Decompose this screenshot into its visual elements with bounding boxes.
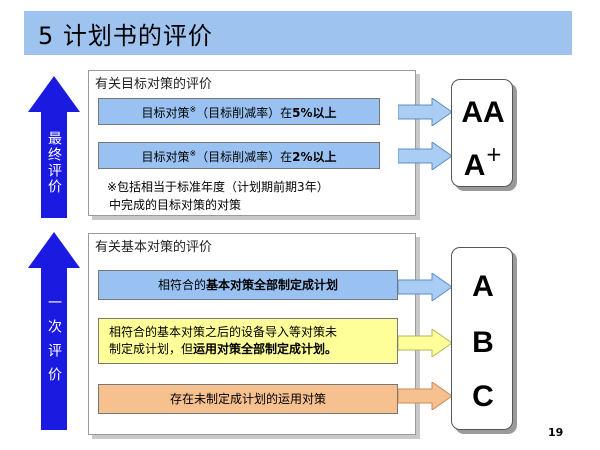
arrow-to-a-plus-icon (398, 142, 453, 170)
unplanned-measures-box: 存在未制定成计划的运用对策 (98, 384, 398, 414)
target-measures-note: ※包括相当于标准年度（计划期前期3年） 中完成的目标对策的对策 (107, 180, 329, 212)
grade-b: B (472, 326, 494, 359)
target-rate-2-box: 目标对策※（目标削减率）在2%以上 (98, 142, 380, 169)
final-evaluation-label: 最终评价 (46, 131, 62, 195)
grade-a: A (472, 270, 494, 303)
grade-a-plus: A+ (463, 142, 503, 182)
primary-evaluation-arrow-icon (28, 232, 80, 430)
target-measures-panel: 有关目标对策的评价 目标对策※（目标削减率）在5%以上 目标对策※（目标削减率）… (88, 70, 416, 216)
target-measures-panel-title: 有关目标对策的评价 (95, 77, 213, 92)
all-basic-measures-box: 相符合的基本对策全部制定成计划 (98, 270, 398, 300)
operational-measures-box: 相符合的基本对策之后的设备导入等对策未 制定成计划，但运用对策全部制定成计划。 (98, 318, 398, 364)
arrow-to-a-icon (398, 273, 453, 301)
arrow-to-c-icon (398, 382, 453, 410)
page-title: 5 计划书的评价 (38, 21, 213, 50)
all-basic-measures-text: 相符合的基本对策全部制定成计划 (157, 277, 339, 292)
basic-measures-panel-title: 有关基本对策的评价 (95, 240, 213, 255)
page-number: 19 (548, 426, 564, 439)
primary-evaluation-label-wrap: 一次评价 (41, 283, 67, 403)
primary-grade-box: A B C (451, 247, 513, 430)
target-rate-5-box: 目标对策※（目标削减率）在5%以上 (98, 98, 380, 125)
arrow-to-b-icon (398, 329, 453, 357)
target-rate-5-text: 目标对策※（目标削减率）在5%以上 (141, 105, 337, 120)
basic-measures-panel: 有关基本对策的评价 相符合的基本对策全部制定成计划 相符合的基本对策之后的设备导… (88, 233, 416, 435)
unplanned-measures-text: 存在未制定成计划的运用对策 (169, 391, 326, 406)
arrow-to-aa-icon (398, 98, 453, 126)
operational-measures-text: 相符合的基本对策之后的设备导入等对策未 制定成计划，但运用对策全部制定成计划。 (109, 325, 338, 356)
final-evaluation-label-wrap: 最终评价 (41, 113, 67, 213)
grade-c: C (472, 380, 494, 413)
final-evaluation-arrow-icon (28, 76, 80, 218)
grade-aa: AA (461, 96, 505, 129)
final-grade-box: AA A+ (451, 79, 513, 187)
primary-evaluation-label: 一次评价 (46, 295, 62, 391)
target-rate-2-text: 目标对策※（目标削减率）在2%以上 (141, 149, 337, 164)
title-bar: 5 计划书的评价 (24, 11, 572, 55)
